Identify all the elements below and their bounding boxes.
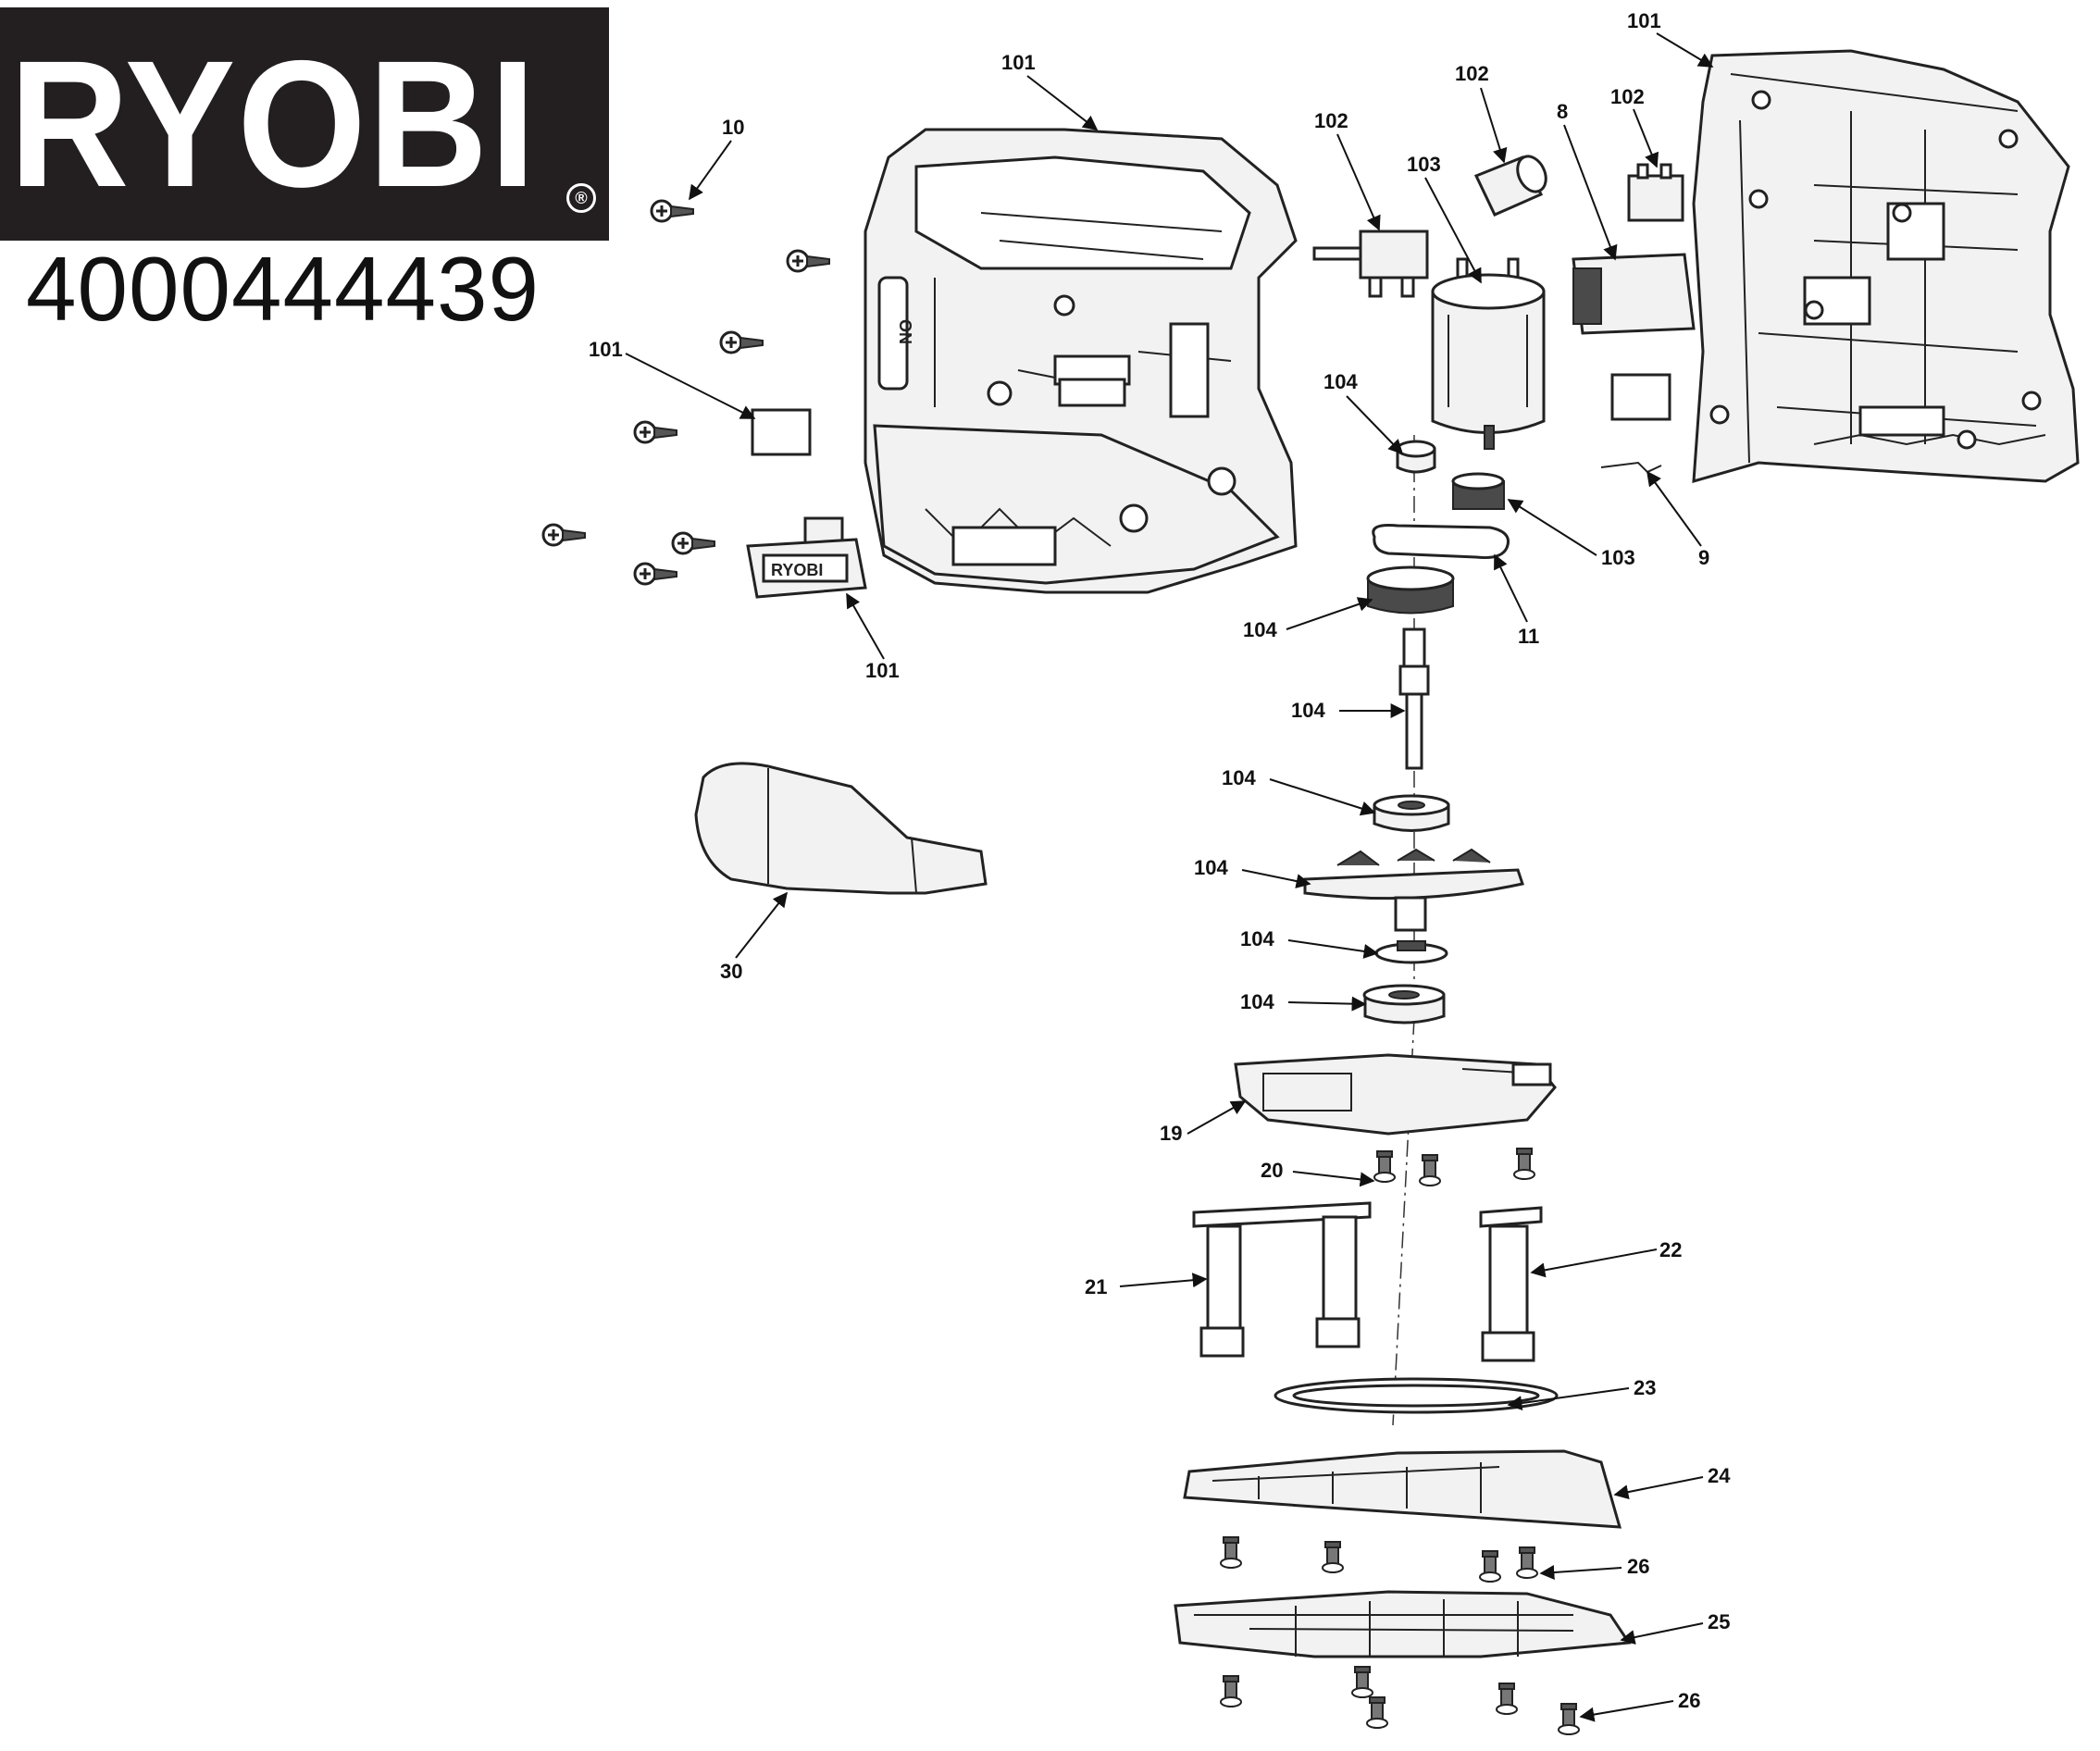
- callout-19: 19: [1160, 1122, 1182, 1145]
- internal-switch: [1572, 253, 1696, 335]
- callout-104-g: 104: [1240, 990, 1274, 1013]
- callout-104-b: 104: [1243, 618, 1277, 641]
- switch-button: RYOBI: [746, 516, 867, 599]
- callout-10: 10: [722, 116, 744, 139]
- pinion-gear: [1451, 472, 1505, 510]
- callout-102-a: 102: [1314, 109, 1348, 132]
- motor: [1431, 257, 1546, 450]
- callout-104-f: 104: [1240, 927, 1274, 950]
- switch-module: [1627, 163, 1684, 222]
- callout-101-switch: 101: [865, 659, 900, 682]
- pad-screws: [1220, 1666, 1580, 1735]
- bracket-frame: [1192, 1201, 1372, 1358]
- callout-9: 9: [1698, 546, 1709, 569]
- callout-104-d: 104: [1222, 766, 1256, 789]
- callout-104-a: 104: [1323, 370, 1358, 393]
- housing-screws: [541, 199, 831, 586]
- callout-101-left: 101: [589, 338, 623, 361]
- dust-nozzle: [694, 762, 988, 895]
- callout-8: 8: [1557, 100, 1568, 123]
- right-label-plate: [1610, 373, 1671, 421]
- drive-belt: [1372, 524, 1510, 559]
- sander-base: [1183, 1449, 1622, 1529]
- callout-26-a: 26: [1627, 1555, 1649, 1578]
- callout-101-right: 101: [1627, 9, 1661, 32]
- callout-103-motor: 103: [1407, 153, 1441, 176]
- callout-23: 23: [1634, 1376, 1656, 1399]
- base-screws: [1220, 1536, 1538, 1583]
- callout-26-b: 26: [1678, 1689, 1700, 1712]
- callout-104-c: 104: [1291, 699, 1325, 722]
- model-number: 4000444439: [26, 238, 541, 340]
- sanding-pad: [1174, 1590, 1632, 1658]
- label-plate: [751, 408, 812, 456]
- callout-102-c: 102: [1610, 85, 1645, 108]
- brand-name: RYOBI: [9, 23, 538, 225]
- callout-24: 24: [1708, 1464, 1731, 1487]
- upper-bearing: [1373, 794, 1450, 832]
- left-housing-half: ON: [864, 128, 1298, 594]
- switch-badge-label: RYOBI: [771, 561, 823, 579]
- leader-lines: [625, 32, 1714, 1722]
- housing-switch-side-label: ON: [896, 319, 914, 344]
- callout-22: 22: [1659, 1238, 1682, 1261]
- registered-mark: ®: [566, 183, 596, 213]
- spring-clip: [1600, 461, 1662, 474]
- callout-30: 30: [720, 960, 742, 983]
- pulley-gear: [1366, 565, 1455, 615]
- right-housing-half: [1692, 49, 2080, 484]
- callout-104-e: 104: [1194, 856, 1228, 879]
- callout-11: 11: [1518, 625, 1539, 648]
- callout-20: 20: [1261, 1159, 1283, 1182]
- brand-logo: RYOBI ®: [0, 7, 609, 241]
- callout-25: 25: [1708, 1610, 1730, 1633]
- callout-labels: 10 101 101 101 101 102 102 102 103 103 8…: [589, 9, 1731, 1712]
- bushing: [1396, 440, 1436, 474]
- callout-102-b: 102: [1455, 62, 1489, 85]
- side-bracket: [1479, 1206, 1543, 1362]
- callout-21: 21: [1085, 1275, 1107, 1298]
- drive-shaft: [1398, 627, 1430, 770]
- counterweight: [1374, 940, 1448, 964]
- terminal-connector: [1312, 230, 1429, 298]
- dust-cover: [1234, 1053, 1557, 1136]
- lower-bearing: [1362, 984, 1446, 1025]
- capacitor: [1473, 155, 1547, 217]
- cooling-fan: [1303, 848, 1524, 932]
- callout-101-top: 101: [1001, 51, 1036, 74]
- callout-103-pinion: 103: [1601, 546, 1635, 569]
- cover-screws: [1373, 1148, 1535, 1186]
- seal-ring: [1274, 1377, 1559, 1414]
